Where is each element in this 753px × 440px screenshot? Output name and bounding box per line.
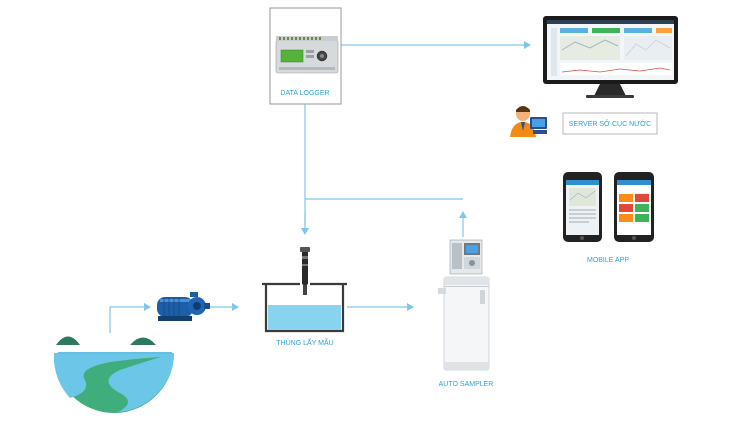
smartphone-icon-right [614,172,654,242]
sampler-icon [438,239,490,371]
probe-icon [300,247,310,295]
smartphone-icon-left [563,172,602,242]
server-box: SERVER SỞ CỤC NƯỚC [562,112,658,135]
sampling-tank [262,282,347,333]
server-label: SERVER SỞ CỤC NƯỚC [569,119,651,128]
line-river-to-pump [109,303,151,333]
data-logger-label: DATA LOGGER [280,90,329,97]
flow-lines [109,41,531,333]
pump-icon [157,292,210,321]
auto-sampler-label: AUTO SAMPLER [439,381,494,388]
mobile-app-label: MOBILE APP [587,257,629,264]
data-logger-device-icon [275,36,339,74]
tank-label: THÙNG LẤY MẪU [276,337,333,347]
monitor-icon [543,16,678,98]
data-logger-box: DATA LOGGER [269,7,342,105]
operator-icon [510,106,547,137]
river-icon [53,336,174,413]
